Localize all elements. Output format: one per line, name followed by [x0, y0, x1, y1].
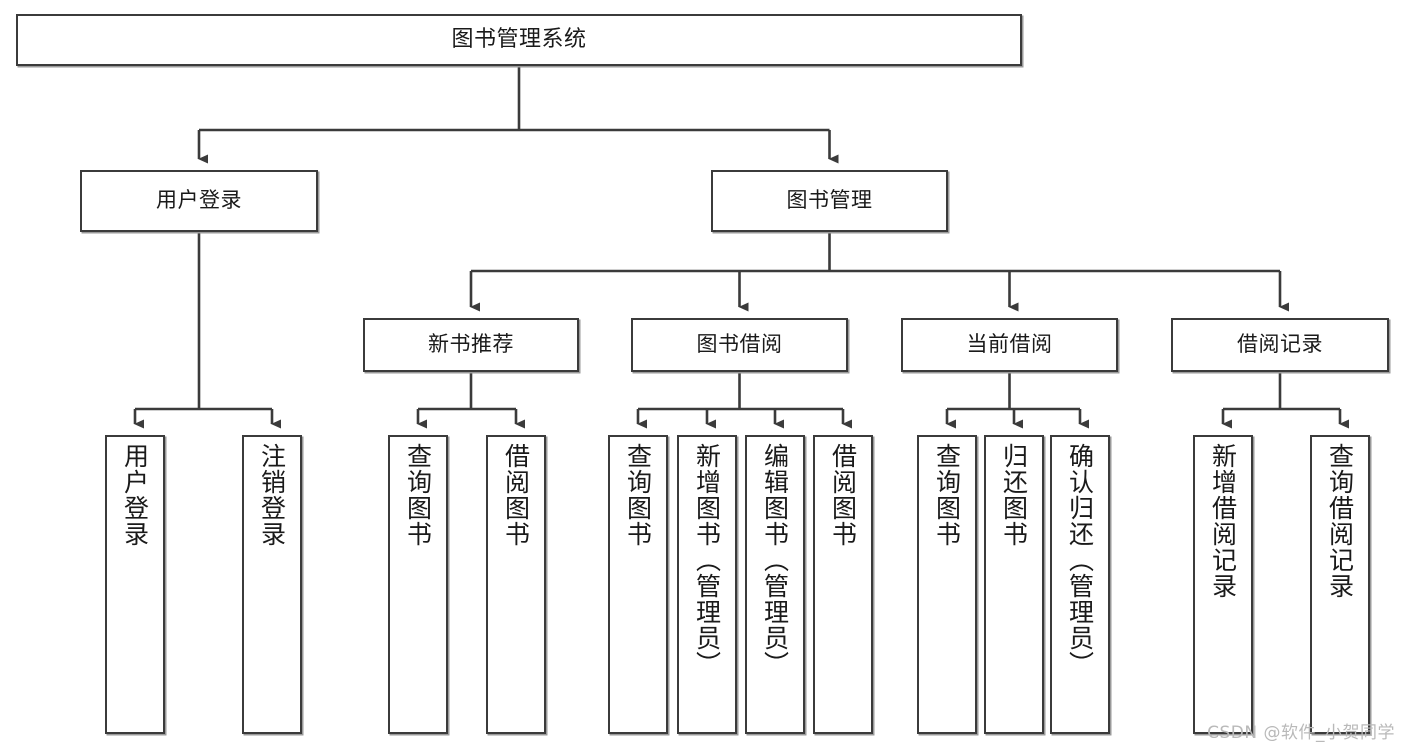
- node-book-borrow[interactable]: 图书借阅: [631, 318, 848, 372]
- node-label: 查询图书: [932, 443, 962, 547]
- connector-lines: [133, 66, 1349, 429]
- node-label: 用户登录: [156, 188, 242, 213]
- node-label: 注销登录: [257, 443, 287, 547]
- node-leaf-user-login[interactable]: 用户登录: [105, 435, 165, 734]
- node-label: 新书推荐: [428, 332, 514, 357]
- node-leaf-edit-book[interactable]: 编辑图书（管理员）: [745, 435, 805, 734]
- node-current-borrow[interactable]: 当前借阅: [901, 318, 1118, 372]
- node-label: 图书管理系统: [451, 26, 587, 52]
- node-leaf-user-logout[interactable]: 注销登录: [242, 435, 302, 734]
- node-label: 查询借阅记录: [1325, 443, 1355, 599]
- node-label: 确认归还（管理员）: [1065, 443, 1095, 677]
- node-borrow-record[interactable]: 借阅记录: [1171, 318, 1389, 372]
- node-label: 新增借阅记录: [1208, 443, 1238, 599]
- node-new-book-recommend[interactable]: 新书推荐: [363, 318, 579, 372]
- node-label: 用户登录: [120, 443, 150, 547]
- node-book-manage[interactable]: 图书管理: [711, 170, 948, 232]
- node-leaf-confirm-return[interactable]: 确认归还（管理员）: [1050, 435, 1110, 734]
- node-leaf-query-record[interactable]: 查询借阅记录: [1310, 435, 1370, 734]
- node-leaf-borrow-book-1[interactable]: 借阅图书: [486, 435, 546, 734]
- node-root[interactable]: 图书管理系统: [16, 14, 1022, 66]
- node-label: 查询图书: [403, 443, 433, 547]
- node-leaf-query-book-2[interactable]: 查询图书: [608, 435, 668, 734]
- node-label: 借阅图书: [501, 443, 531, 547]
- node-leaf-add-book[interactable]: 新增图书（管理员）: [677, 435, 737, 734]
- node-label: 归还图书: [999, 443, 1029, 547]
- node-label: 新增图书（管理员）: [692, 443, 722, 677]
- node-user-login[interactable]: 用户登录: [80, 170, 318, 232]
- node-label: 当前借阅: [966, 332, 1053, 357]
- node-leaf-return-book[interactable]: 归还图书: [984, 435, 1044, 734]
- node-label: 借阅图书: [828, 443, 858, 547]
- node-leaf-query-book-3[interactable]: 查询图书: [917, 435, 977, 734]
- node-label: 查询图书: [623, 443, 653, 547]
- node-label: 图书管理: [786, 188, 873, 213]
- node-leaf-query-book-1[interactable]: 查询图书: [388, 435, 448, 734]
- node-label: 编辑图书（管理员）: [760, 443, 790, 677]
- node-label: 借阅记录: [1237, 332, 1323, 357]
- node-leaf-borrow-book-2[interactable]: 借阅图书: [813, 435, 873, 734]
- node-leaf-add-record[interactable]: 新增借阅记录: [1193, 435, 1253, 734]
- node-label: 图书借阅: [696, 332, 783, 357]
